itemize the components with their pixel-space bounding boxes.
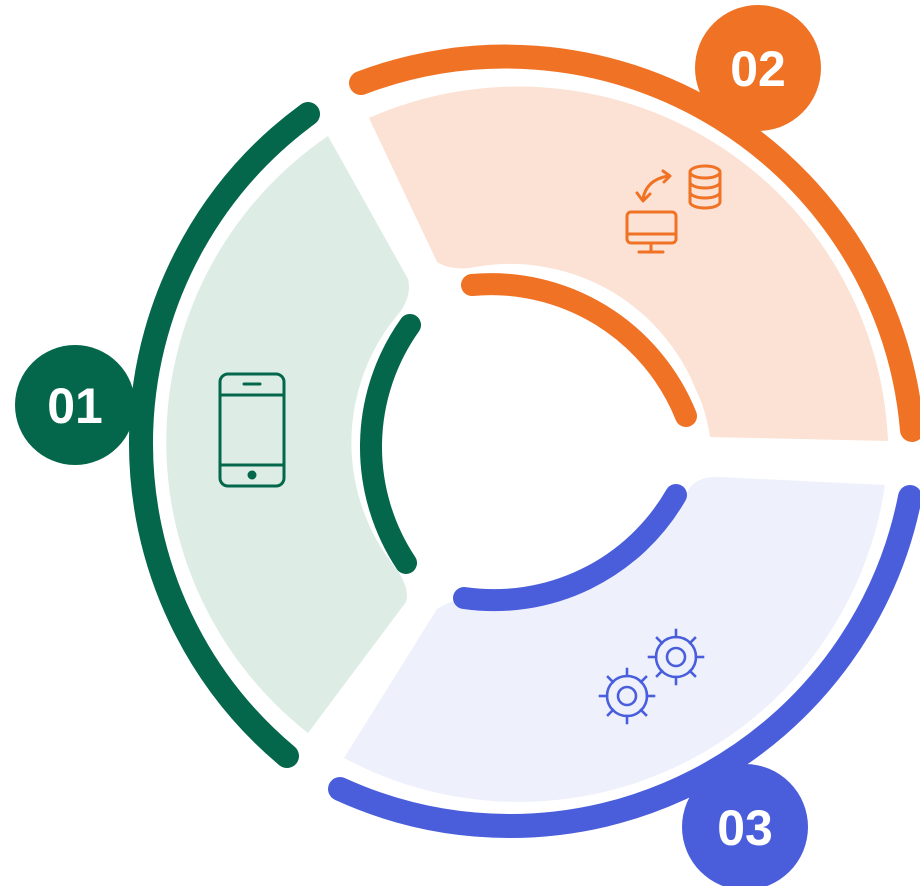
smartphone-icon — [218, 372, 286, 488]
segment-01-outer-arc — [129, 102, 320, 768]
segment-03-inner-arc — [453, 484, 687, 612]
segment-02-badge — [695, 5, 821, 131]
segment-03-fill — [344, 476, 885, 802]
segment-02-inner-arc — [461, 273, 697, 427]
segment-01: 01 — [15, 102, 421, 768]
segment-01-fill — [166, 136, 409, 733]
desktop-database-sync-icon — [625, 164, 722, 254]
segment-02: 02 — [349, 5, 920, 442]
segment-03: 03 — [328, 476, 920, 886]
segment-03-number: 03 — [717, 800, 773, 856]
segment-03-badge — [682, 764, 808, 886]
segment-02-number: 02 — [730, 41, 786, 97]
segment-01-number: 01 — [47, 378, 103, 434]
segment-02-fill — [369, 86, 888, 441]
gears-icon — [598, 628, 705, 725]
segment-01-badge — [15, 345, 135, 465]
segment-01-inner-arc — [360, 314, 421, 574]
segment-03-outer-arc — [328, 485, 920, 838]
